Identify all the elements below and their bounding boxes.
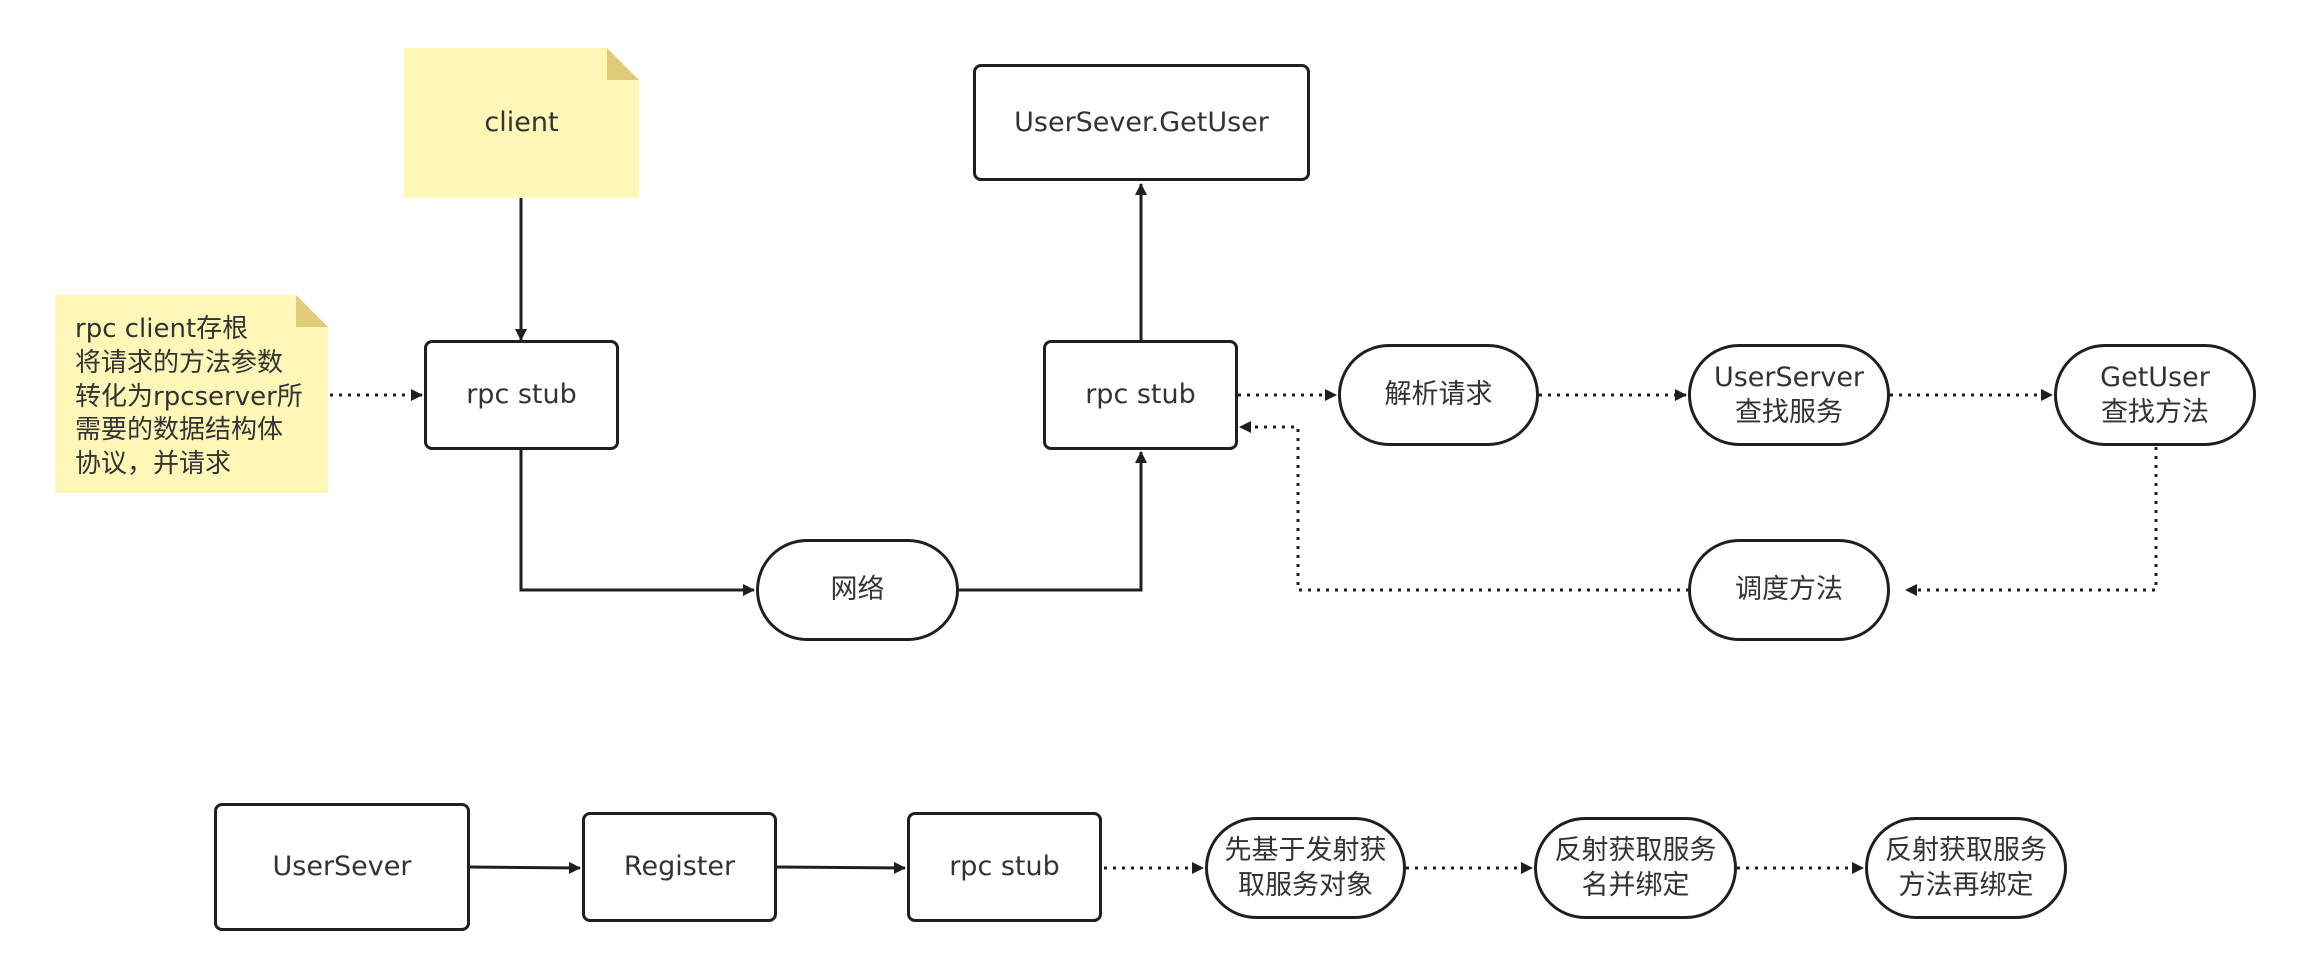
node-find-service[interactable]: UserServer 查找服务 xyxy=(1688,344,1890,446)
node-server-rpc-stub-label: rpc stub xyxy=(1085,379,1196,411)
node-bind-service-label: 反射获取服务 名并绑定 xyxy=(1554,834,1717,901)
node-usersever-getuser-label: UserSever.GetUser xyxy=(1014,106,1269,138)
note-fold-corner xyxy=(296,295,328,327)
node-invoke-method-label: 调度方法 xyxy=(1735,574,1843,606)
node-find-method[interactable]: GetUser 查找方法 xyxy=(2054,344,2256,446)
note-client-label: client xyxy=(484,107,559,139)
node-find-method-label: GetUser 查找方法 xyxy=(2100,361,2210,428)
node-reflect-object-label: 先基于发射获 取服务对象 xyxy=(1224,834,1387,901)
note-client: client xyxy=(404,48,639,198)
note-rpc-client-description-label: rpc client存根 将请求的方法参数 转化为rpcserver所 需要的数… xyxy=(75,314,303,480)
node-parse-request[interactable]: 解析请求 xyxy=(1338,344,1539,446)
node-find-service-label: UserServer 查找服务 xyxy=(1713,361,1865,428)
node-register-rpc-stub-label: rpc stub xyxy=(949,851,1060,883)
edge-find-method-to-invoke xyxy=(1905,447,2158,596)
node-client-rpc-stub[interactable]: rpc stub xyxy=(424,340,619,450)
node-invoke-method[interactable]: 调度方法 xyxy=(1688,539,1890,641)
node-usersever-label: UserSever xyxy=(272,851,412,883)
node-bind-method-label: 反射获取服务 方法再绑定 xyxy=(1885,834,2047,901)
note-rpc-client-description: rpc client存根 将请求的方法参数 转化为rpcserver所 需要的数… xyxy=(55,295,328,493)
node-parse-request-label: 解析请求 xyxy=(1384,379,1493,411)
node-register-label: Register xyxy=(623,851,736,883)
node-server-rpc-stub[interactable]: rpc stub xyxy=(1043,340,1238,450)
node-bind-service[interactable]: 反射获取服务 名并绑定 xyxy=(1534,817,1737,919)
edge-register-to-stub xyxy=(776,861,906,874)
edge-stub-to-network xyxy=(519,450,755,596)
node-network-label: 网络 xyxy=(830,574,885,606)
node-reflect-object[interactable]: 先基于发射获 取服务对象 xyxy=(1205,817,1406,919)
edge-invoke-to-server-stub xyxy=(1239,421,1689,592)
edge-network-to-server-stub xyxy=(959,451,1147,592)
node-usersever-getuser[interactable]: UserSever.GetUser xyxy=(973,64,1310,181)
node-register-rpc-stub[interactable]: rpc stub xyxy=(907,812,1102,922)
node-client-rpc-stub-label: rpc stub xyxy=(466,379,577,411)
node-usersever[interactable]: UserSever xyxy=(214,803,470,931)
node-network[interactable]: 网络 xyxy=(756,539,959,641)
edge-usersever-to-register xyxy=(469,861,581,874)
note-fold-corner xyxy=(607,48,639,80)
node-bind-method[interactable]: 反射获取服务 方法再绑定 xyxy=(1865,817,2067,919)
node-register[interactable]: Register xyxy=(582,812,777,922)
